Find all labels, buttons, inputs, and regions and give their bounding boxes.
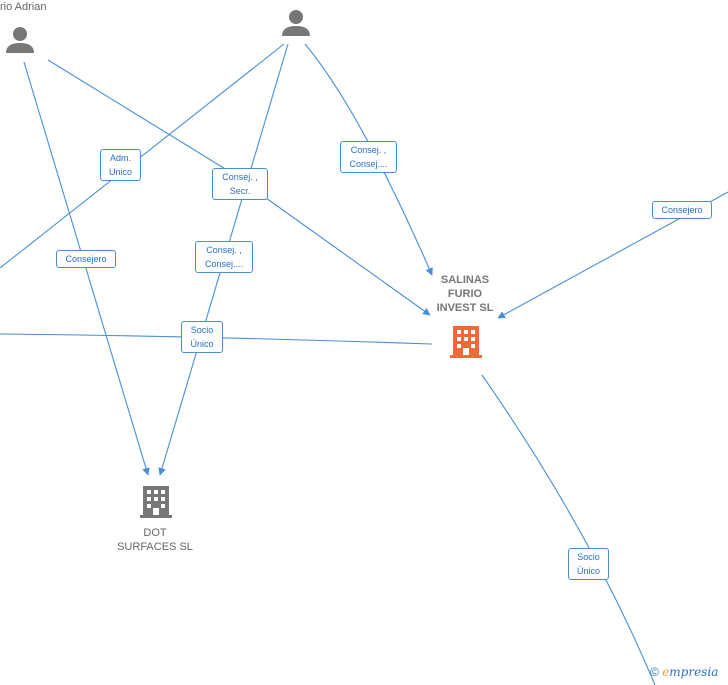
edge-top-person-to-left	[0, 43, 285, 269]
edge-label-socio-unico-mid[interactable]: Socio Único	[181, 321, 223, 353]
company-name-line: SALINAS	[440, 274, 490, 286]
edge-label-line: Adm.	[109, 153, 131, 163]
edge-label-line: Consej....	[349, 159, 388, 169]
edge-label-line: Unico	[108, 167, 132, 177]
copyright-symbol: ©	[650, 665, 659, 679]
empresia-watermark: © empresia	[650, 665, 718, 679]
edge-label-line: Socio	[190, 325, 214, 335]
company-name-salinas[interactable]: SALINAS FURIO INVEST SL	[428, 273, 502, 315]
edge-label-line: Consejero	[65, 254, 107, 264]
company-name-dot[interactable]: DOT SURFACES SL	[110, 526, 200, 554]
edge-label-line: Consej. ,	[350, 145, 387, 155]
edge-label-line: Consej. ,	[222, 172, 258, 182]
edge-top-person-to-salinas	[304, 43, 433, 276]
edge-label-socio-unico-bottom[interactable]: Socio Único	[568, 548, 609, 580]
edge-label-line: Único	[190, 339, 214, 349]
brand-name: mpresia	[669, 665, 719, 679]
person-icon[interactable]	[6, 27, 34, 53]
edge-label-line: Secr.	[229, 186, 251, 196]
person-icon[interactable]	[282, 10, 310, 36]
edge-label-consej-consej-mid[interactable]: Consej. , Consej....	[195, 241, 253, 273]
edge-left-person-to-dot	[23, 61, 150, 476]
brand-initial: e	[662, 665, 670, 679]
edge-left-person-to-salinas	[47, 59, 241, 179]
company-name-line: SURFACES SL	[117, 541, 193, 553]
edge-label-line: Socio	[577, 552, 600, 562]
edge-label-line: Consej....	[204, 259, 244, 269]
edge-label-adm-unico[interactable]: Adm. Unico	[100, 149, 141, 181]
edge-label-consej-secr[interactable]: Consej. , Secr.	[212, 168, 268, 200]
company-name-line: FURIO	[447, 288, 483, 300]
edge-label-consejero-right[interactable]: Consejero	[652, 201, 712, 219]
edge-label-line: Consej. ,	[206, 245, 242, 255]
person-name-label: rio Adrian	[0, 1, 47, 13]
edge-label-line: Consejero	[661, 205, 703, 215]
edge-label-consej-consej-top[interactable]: Consej. , Consej....	[340, 141, 397, 173]
edge-salinas-to-bottom	[481, 374, 656, 685]
edge-label-consejero-left[interactable]: Consejero	[56, 250, 116, 268]
edge-consej-secr-to-salinas	[265, 197, 431, 316]
company-name-line: INVEST SL	[436, 302, 494, 314]
edge-label-line: Único	[576, 566, 600, 576]
company-name-line: DOT	[143, 527, 167, 539]
